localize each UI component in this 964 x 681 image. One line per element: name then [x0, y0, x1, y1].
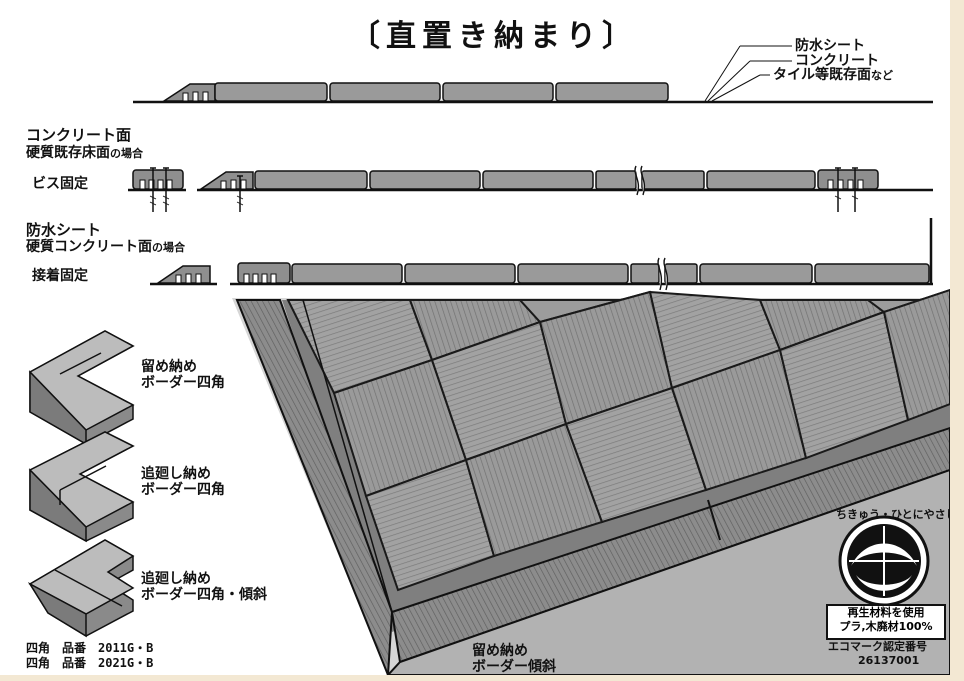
section1-cross-section: [128, 165, 933, 212]
legend-concrete: コンクリート: [795, 53, 879, 69]
eco-arc-text: ちきゅう・ひとにやさしい: [836, 508, 950, 521]
corner-wrap-slope-label: 追廻し納めボーダー四角・傾斜: [141, 571, 267, 604]
section1-subtitle: 硬質既存床面の場合: [26, 145, 143, 161]
section2-cross-section: [150, 218, 933, 291]
section2-title: 防水シート: [26, 221, 102, 239]
corner-sample-miter: [28, 330, 135, 446]
corner-miter-label: 留め納めボーダー四角: [141, 359, 225, 392]
section1-method: ビス固定: [32, 176, 88, 192]
bottom-caption: 留め納めボーダー傾斜: [472, 643, 556, 675]
eco-label: エコマーク認定番号: [828, 640, 927, 653]
eco-mark-logo: [838, 515, 930, 607]
drawing: [27, 45, 950, 675]
eco-recycle-box: 再生材料を使用プラ,木廃材100%: [826, 604, 946, 640]
corner-sample-wrap-slope: [27, 539, 135, 638]
corner-wrap-label: 追廻し納めボーダー四角: [141, 466, 225, 499]
part-number-2: 四角 品番 2021G・B: [26, 656, 154, 670]
legend-sheet: 防水シート: [795, 38, 865, 54]
part-number-1: 四角 品番 2011G・B: [26, 641, 154, 655]
tile-floor-view: [232, 288, 950, 675]
section1-title: コンクリート面: [26, 126, 132, 144]
tile-grid: [286, 288, 950, 592]
diagram-sheet: 〔直置き納まり〕 防水シート コンクリート タイル等既存面など コンクリート面 …: [0, 0, 950, 675]
page-title: 〔直置き納まり〕: [350, 19, 638, 54]
section2-method: 接着固定: [32, 268, 88, 284]
eco-number: 26137001: [858, 654, 920, 667]
legend-tile: タイル等既存面など: [773, 67, 893, 83]
section0-cross-section: [133, 45, 933, 104]
corner-sample-wrap: [28, 431, 135, 543]
section2-subtitle: 硬質コンクリート面の場合: [26, 239, 185, 255]
